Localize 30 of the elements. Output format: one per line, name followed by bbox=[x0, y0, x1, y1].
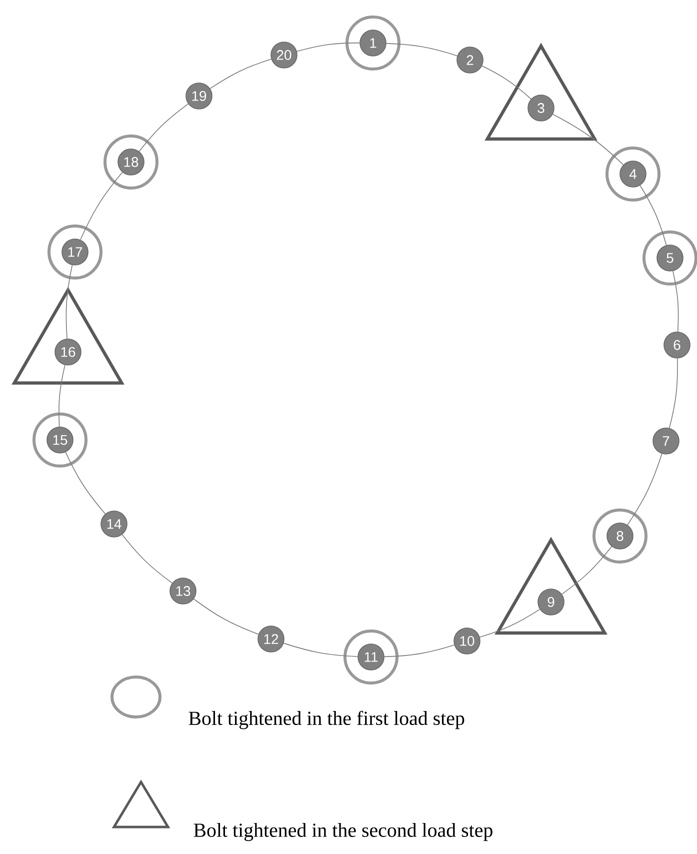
connecting-line bbox=[672, 270, 679, 332]
ring-marker bbox=[344, 630, 398, 684]
ring-marker bbox=[346, 16, 400, 70]
connecting-line bbox=[668, 358, 678, 428]
connecting-line bbox=[482, 66, 532, 100]
connecting-line bbox=[138, 104, 189, 152]
connecting-line bbox=[65, 452, 106, 514]
connecting-line bbox=[80, 172, 123, 240]
connecting-line bbox=[552, 114, 624, 166]
connecting-line bbox=[66, 264, 73, 340]
ring-marker bbox=[32, 412, 88, 468]
connecting-line bbox=[296, 42, 360, 52]
connecting-line bbox=[627, 453, 662, 526]
connecting-line bbox=[193, 598, 259, 635]
ring-marker bbox=[592, 508, 648, 564]
ring-marker bbox=[606, 146, 660, 202]
connecting-line bbox=[640, 185, 667, 246]
ring-marker bbox=[48, 224, 102, 280]
ring-marker bbox=[642, 230, 697, 286]
connecting-line bbox=[283, 642, 358, 657]
connecting-line bbox=[122, 534, 173, 584]
connecting-line bbox=[479, 608, 540, 638]
connecting-line bbox=[561, 546, 612, 595]
connecting-line bbox=[210, 58, 272, 89]
connecting-line bbox=[384, 644, 455, 658]
legend-text: Bolt tightened in the second load step bbox=[194, 822, 492, 842]
connecting-line bbox=[386, 43, 458, 56]
connecting-line bbox=[58, 364, 66, 428]
ring-marker bbox=[104, 134, 158, 190]
legend-text: Bolt tightened in the first load step bbox=[188, 710, 464, 730]
